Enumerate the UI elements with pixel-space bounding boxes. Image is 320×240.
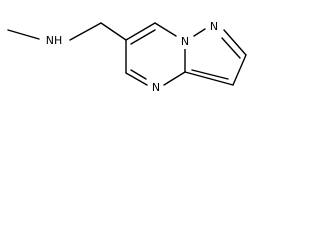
bond-ch2-ring (100, 22, 127, 41)
bond-c2-c3 (232, 54, 247, 86)
bond-c6-c7 (125, 22, 156, 41)
bond-c3-c3a (184, 71, 234, 86)
bond-c7-n1 (154, 22, 177, 37)
atom-n-bridge-label: N (181, 35, 189, 48)
bond-n4-c5-inner (130, 69, 147, 80)
atom-nh: NH (42, 31, 66, 48)
bond-n2-c2 (223, 29, 247, 56)
atom-n-pyrimidine-label: N (152, 81, 160, 94)
atom-n-pyrazole-label: N (210, 20, 218, 33)
atom-n-pyrazole: N (207, 19, 221, 34)
atom-n-pyrimidine: N (149, 80, 163, 95)
bond-n2-c2-inner (221, 37, 241, 59)
atom-labels: NH N N N (42, 19, 221, 95)
bond-nh-ch2 (69, 22, 102, 41)
atom-nh-label: NH (46, 34, 63, 47)
bond-c6-c7-inner (130, 29, 156, 45)
atom-n-bridge: N (178, 34, 192, 49)
bond-n1-n2 (193, 28, 206, 37)
bond-c3-c3a-inner (191, 69, 229, 80)
bond-c3a-n4 (163, 71, 186, 86)
bonds (7, 22, 247, 86)
structure-canvas: NH N N N (7, 19, 247, 95)
bond-methyl-nh (7, 29, 40, 40)
bond-n4-c5 (125, 72, 148, 86)
